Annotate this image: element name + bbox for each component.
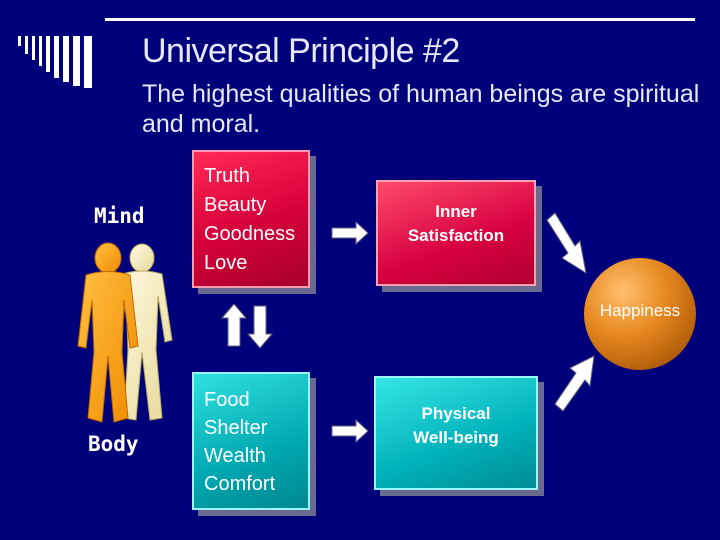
- quality-item: Truth: [204, 165, 250, 187]
- arrow-up-icon: [220, 303, 248, 347]
- arrow-up-right-icon: [554, 355, 595, 412]
- quality-item: Goodness: [204, 223, 296, 245]
- need-item: Comfort: [204, 473, 276, 495]
- physical-wellbeing-line: Well-being: [413, 428, 499, 447]
- quality-item: Love: [204, 252, 248, 274]
- arrow-down-icon: [246, 305, 274, 349]
- quality-item: Beauty: [204, 194, 267, 216]
- slide-title: Universal Principle #2: [142, 32, 460, 70]
- mind-label: Mind: [94, 204, 145, 228]
- spiritual-qualities-box: Truth Beauty Goodness Love: [192, 150, 310, 288]
- arrow-right-icon: [331, 220, 369, 246]
- inner-satisfaction-box: Inner Satisfaction: [376, 180, 536, 286]
- need-item: Wealth: [204, 445, 266, 467]
- title-rule: [105, 18, 695, 21]
- need-item: Food: [204, 389, 250, 411]
- body-label: Body: [88, 432, 139, 456]
- happiness-label: Happiness: [599, 301, 681, 320]
- physical-wellbeing-line: Physical: [421, 404, 491, 423]
- physical-needs-box: Food Shelter Wealth Comfort: [192, 372, 310, 510]
- arrow-right-icon: [331, 418, 369, 444]
- need-item: Shelter: [204, 417, 268, 439]
- physical-wellbeing-box: Physical Well-being: [374, 376, 538, 490]
- happiness-sphere: Happiness: [584, 258, 696, 370]
- arrow-down-right-icon: [546, 212, 587, 275]
- slide-subtitle: The highest qualities of human beings ar…: [142, 80, 700, 138]
- inner-satisfaction-line: Inner: [435, 202, 477, 221]
- decorative-bars: [18, 36, 92, 88]
- inner-satisfaction-line: Satisfaction: [407, 226, 505, 245]
